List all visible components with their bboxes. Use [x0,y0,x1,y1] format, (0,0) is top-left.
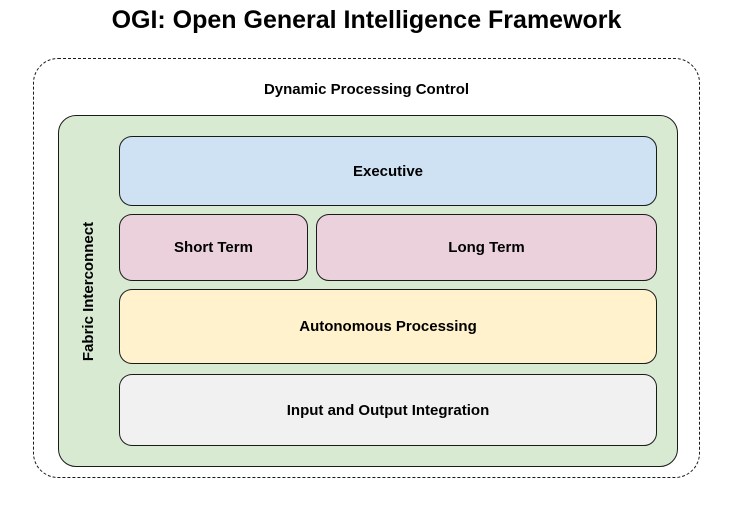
block-autonomous-processing-label: Autonomous Processing [299,318,477,335]
block-executive: Executive [119,136,657,206]
fabric-interconnect-label: Fabric Interconnect [80,221,98,361]
fabric-interconnect-container: Fabric Interconnect Executive Short Term… [58,115,678,467]
memory-row: Short Term Long Term [119,214,657,281]
block-short-term: Short Term [119,214,308,281]
block-executive-label: Executive [352,162,424,180]
block-input-output-integration: Input and Output Integration [119,374,657,446]
block-short-term-label: Short Term [174,239,253,256]
fabric-interconnect-label-strip: Fabric Interconnect [59,116,119,466]
block-long-term-label: Long Term [448,239,525,256]
diagram-title: OGI: Open General Intelligence Framework [111,6,622,34]
dynamic-processing-control-container: Dynamic Processing Control Fabric Interc… [33,58,700,478]
block-autonomous-processing: Autonomous Processing [119,289,657,364]
dynamic-processing-control-label: Dynamic Processing Control [263,81,470,98]
block-long-term: Long Term [316,214,657,281]
fabric-content-column: Executive Short Term Long Term Autonomou… [119,136,657,446]
block-input-output-integration-label: Input and Output Integration [286,401,490,419]
